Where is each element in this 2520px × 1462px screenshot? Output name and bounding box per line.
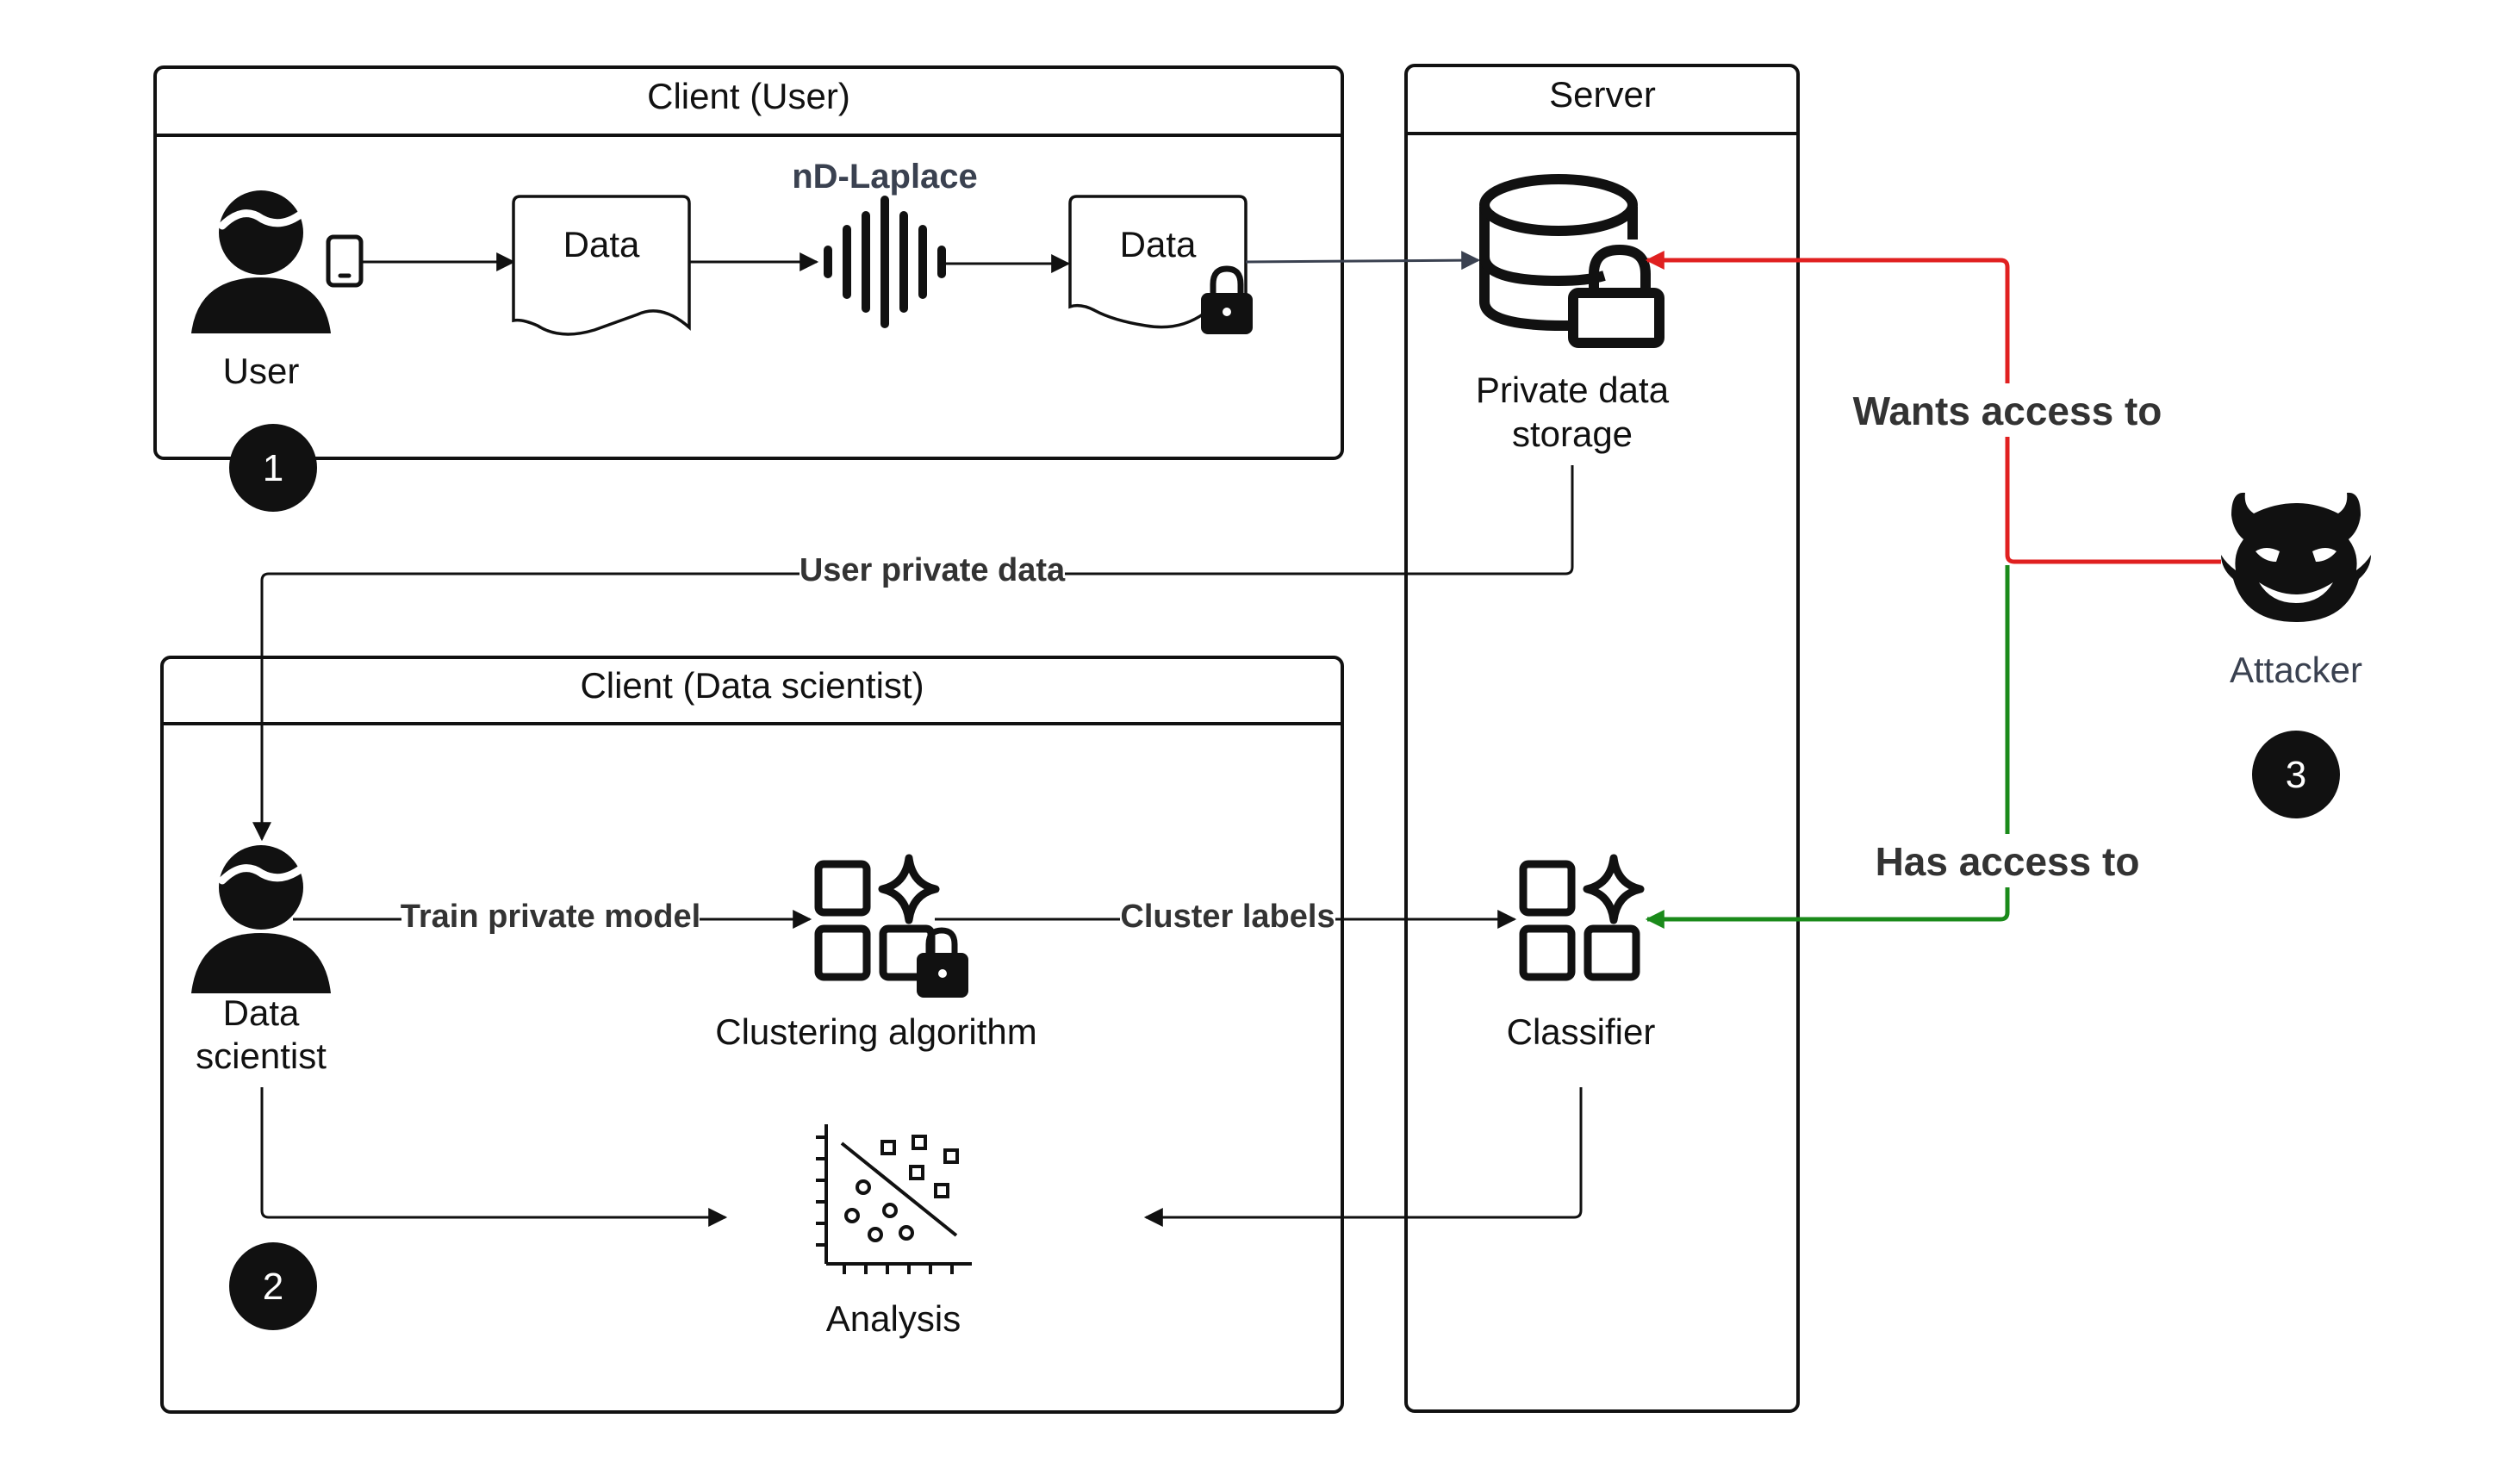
clustering-label: Clustering algorithm <box>715 1011 1037 1052</box>
step-badge-1: 1 <box>229 424 317 512</box>
step-badge-3: 3 <box>2252 731 2340 818</box>
edge-label-train-private-model: Train private model <box>401 899 700 935</box>
attacker-label: Attacker <box>2230 650 2362 690</box>
ds-label-line1: Data <box>223 992 300 1033</box>
edge-label-user-private-data: User private data <box>800 552 1066 588</box>
phone-icon <box>326 234 364 288</box>
storage-label-line1: Private data <box>1476 370 1670 410</box>
sound-wave-icon <box>824 196 946 328</box>
analysis-label: Analysis <box>826 1298 961 1339</box>
step-number-2: 2 <box>263 1266 283 1308</box>
edge-label-has-access: Has access to <box>1876 839 2140 884</box>
devil-icon <box>2221 492 2371 622</box>
server-box: Server <box>1404 64 1800 1413</box>
user-label: User <box>223 351 300 391</box>
analysis-chart-icon <box>816 1124 972 1274</box>
edge-ds-to-analysis <box>260 1087 728 1227</box>
edge-classifier-to-analysis <box>1143 1087 1583 1227</box>
edge-has-access <box>1645 565 2010 929</box>
nd-laplace-label: nD-Laplace <box>792 158 978 196</box>
arrow-encrypted-data-to-storage <box>1245 251 1481 271</box>
clustering-algorithm-icon <box>814 854 940 981</box>
step-number-1: 1 <box>263 447 283 489</box>
step-badge-2: 2 <box>229 1242 317 1330</box>
ds-label-line2: scientist <box>196 1036 327 1076</box>
data-document: Data <box>512 195 691 336</box>
user-icon <box>191 190 331 333</box>
server-title: Server <box>1549 74 1656 115</box>
client-ds-title: Client (Data scientist) <box>580 665 924 706</box>
step-number-3: 3 <box>2286 754 2306 796</box>
clustering-lock-icon <box>917 927 968 998</box>
edge-label-cluster-labels: Cluster labels <box>1120 899 1335 935</box>
classifier-icon <box>1519 854 1645 981</box>
edge-label-wants-access: Wants access to <box>1853 389 2162 433</box>
classifier-label: Classifier <box>1507 1011 1656 1052</box>
database-lock-icon <box>1479 174 1664 348</box>
encrypted-data-label: Data <box>1120 224 1197 264</box>
data-scientist-icon <box>191 845 331 993</box>
client-user-title: Client (User) <box>647 76 850 116</box>
data-document-label: Data <box>563 224 640 264</box>
client-ds-box: Client (Data scientist) <box>160 656 1344 1414</box>
storage-label-line2: storage <box>1512 414 1633 454</box>
lock-icon <box>1201 265 1253 334</box>
